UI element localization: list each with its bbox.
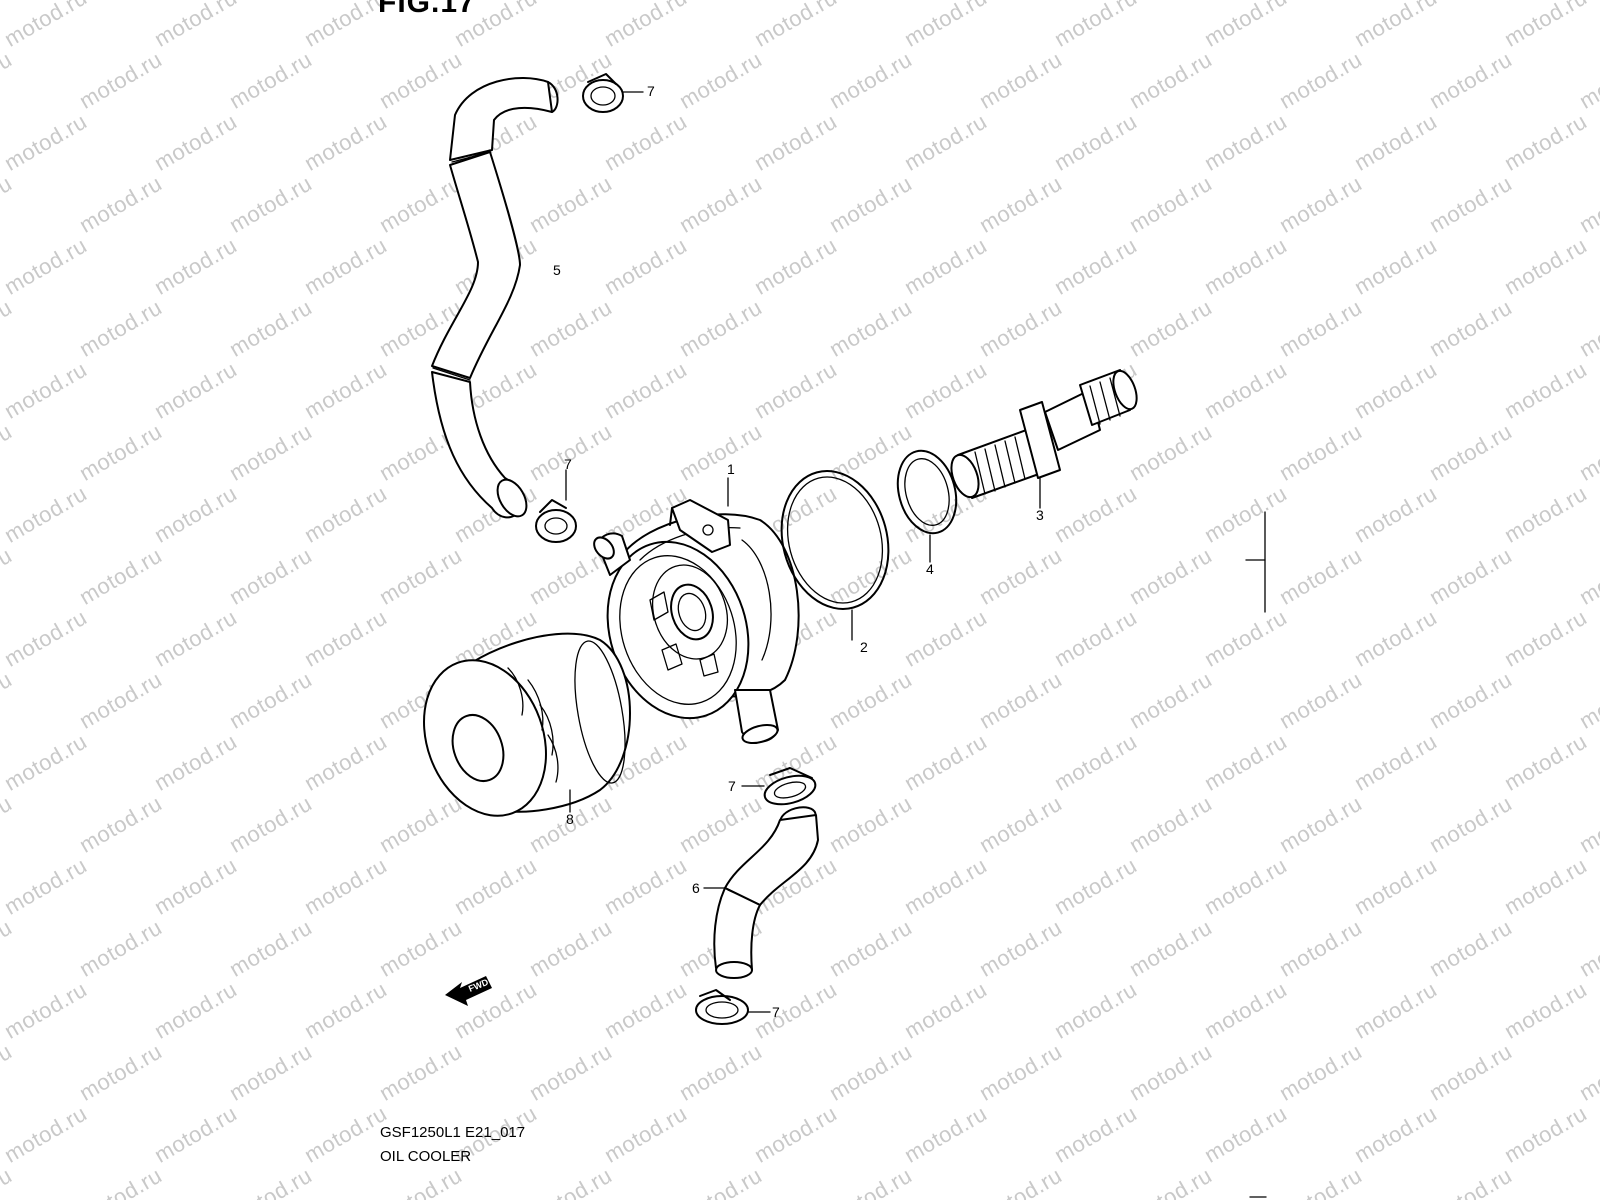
callout-7-lower: 7 [728,778,736,794]
part-5-upper-hose [431,77,559,519]
callout-7-top: 7 [647,83,655,99]
part-7-clamp-bottom [695,989,771,1025]
footer-diagram-code: GSF1250L1 E21_017 [380,1124,526,1141]
part-2-o-ring [780,470,890,641]
callout-2: 2 [860,639,868,655]
part-3-union-bolt [950,369,1138,509]
footer-diagram-name: OIL COOLER [380,1148,472,1165]
callout-1: 1 [727,461,735,477]
part-7-clamp-lower [741,767,817,806]
callout-4: 4 [926,561,934,577]
callout-5: 5 [553,262,561,278]
callout-3: 3 [1036,507,1044,523]
part-8-oil-filter [423,632,631,817]
fwd-arrow-icon: FWD [445,976,492,1006]
callout-6: 6 [692,880,700,896]
page-edge-marks [1245,511,1267,1198]
part-7-clamp-top [582,73,644,113]
part-6-lower-hose [703,806,819,979]
part-1-oil-cooler [593,477,800,745]
figure-title: FIG.17 [378,0,476,19]
callout-7-bottom: 7 [772,1004,780,1020]
callout-7-middle: 7 [564,456,572,472]
part-4-gasket [896,449,958,563]
callout-8: 8 [566,811,574,827]
part-7-clamp-middle [535,469,577,543]
